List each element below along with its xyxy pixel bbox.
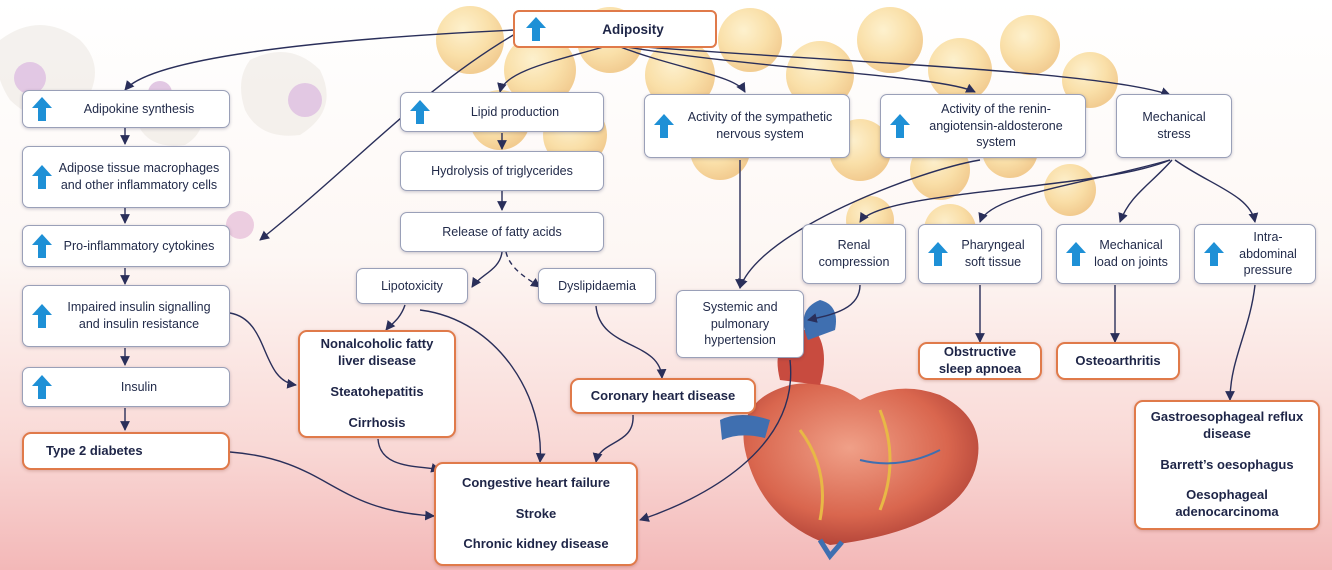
- renal-compression-node: Renal compression: [802, 224, 906, 284]
- osa-label: Obstructive sleep apnoea: [928, 344, 1032, 378]
- macrophages-label: Adipose tissue macrophages and other inf…: [57, 160, 221, 194]
- adenocarcinoma-label: Oesophageal adenocarcinoma: [1144, 487, 1310, 521]
- up-arrow-icon: [31, 303, 53, 329]
- sleep-apnoea-outcome: Obstructive sleep apnoea: [918, 342, 1042, 380]
- adipokine-synthesis-node: Adipokine synthesis: [22, 90, 230, 128]
- hydrolysis-node: Hydrolysis of triglycerides: [400, 151, 604, 191]
- insulin-resistance-label: Impaired insulin signalling and insulin …: [57, 299, 221, 333]
- gastro-outcome: Gastroesophageal reflux disease Barrett’…: [1134, 400, 1320, 530]
- lipotoxicity-label: Lipotoxicity: [381, 278, 443, 295]
- liver-disease-outcome: Nonalcoholic fatty liver disease Steatoh…: [298, 330, 456, 438]
- macrophages-node: Adipose tissue macrophages and other inf…: [22, 146, 230, 208]
- lipid-production-node: Lipid production: [400, 92, 604, 132]
- insulin-label: Insulin: [57, 379, 221, 396]
- up-arrow-icon: [653, 113, 675, 139]
- hypertension-node: Systemic and pulmonary hypertension: [676, 290, 804, 358]
- sympathetic-activity-node: Activity of the sympathetic nervous syst…: [644, 94, 850, 158]
- pharyngeal-label: Pharyngeal soft tissue: [953, 237, 1033, 271]
- adiposity-label: Adiposity: [551, 22, 715, 37]
- sympathetic-label: Activity of the sympathetic nervous syst…: [679, 109, 841, 143]
- up-arrow-icon: [889, 113, 911, 139]
- mechanical-stress-label: Mechanical stress: [1125, 109, 1223, 143]
- type-2-diabetes-outcome: Type 2 diabetes: [22, 432, 230, 470]
- nafld-label: Nonalcoholic fatty liver disease: [308, 336, 446, 370]
- t2d-label: Type 2 diabetes: [46, 443, 143, 460]
- up-arrow-icon: [31, 374, 53, 400]
- dyslipidaemia-node: Dyslipidaemia: [538, 268, 656, 304]
- lipotoxicity-node: Lipotoxicity: [356, 268, 468, 304]
- up-arrow-icon: [31, 96, 53, 122]
- intra-abdominal-label: Intra-abdominal pressure: [1229, 229, 1307, 280]
- gerd-label: Gastroesophageal reflux disease: [1144, 409, 1310, 443]
- chf-label: Congestive heart failure: [462, 475, 610, 492]
- oa-label: Osteoarthritis: [1075, 353, 1160, 370]
- up-arrow-icon: [1203, 241, 1225, 267]
- up-arrow-icon: [927, 241, 949, 267]
- raas-activity-node: Activity of the renin-angiotensin-aldost…: [880, 94, 1086, 158]
- up-arrow-icon: [1065, 241, 1087, 267]
- renal-label: Renal compression: [811, 237, 897, 271]
- stroke-label: Stroke: [516, 506, 556, 523]
- fatty-acids-label: Release of fatty acids: [442, 224, 562, 241]
- cirrhosis-label: Cirrhosis: [348, 415, 405, 432]
- steatohepatitis-label: Steatohepatitis: [330, 384, 423, 401]
- adipokine-label: Adipokine synthesis: [57, 101, 221, 118]
- raas-label: Activity of the renin-angiotensin-aldost…: [915, 101, 1077, 152]
- cytokines-label: Pro-inflammatory cytokines: [57, 238, 221, 255]
- pharyngeal-node: Pharyngeal soft tissue: [918, 224, 1042, 284]
- joints-label: Mechanical load on joints: [1091, 237, 1171, 271]
- osteoarthritis-outcome: Osteoarthritis: [1056, 342, 1180, 380]
- ckd-label: Chronic kidney disease: [463, 536, 608, 553]
- intra-abdominal-node: Intra-abdominal pressure: [1194, 224, 1316, 284]
- adiposity-node: Adiposity: [513, 10, 717, 48]
- cytokines-node: Pro-inflammatory cytokines: [22, 225, 230, 267]
- joint-load-node: Mechanical load on joints: [1056, 224, 1180, 284]
- up-arrow-icon: [525, 16, 547, 42]
- mechanical-stress-node: Mechanical stress: [1116, 94, 1232, 158]
- insulin-node: Insulin: [22, 367, 230, 407]
- lipid-production-label: Lipid production: [435, 104, 595, 121]
- coronary-heart-disease-outcome: Coronary heart disease: [570, 378, 756, 414]
- fatty-acids-node: Release of fatty acids: [400, 212, 604, 252]
- barretts-label: Barrett’s oesophagus: [1160, 457, 1293, 474]
- hypertension-label: Systemic and pulmonary hypertension: [685, 299, 795, 350]
- up-arrow-icon: [31, 233, 53, 259]
- chd-label: Coronary heart disease: [591, 388, 736, 405]
- cardiovascular-outcome: Congestive heart failure Stroke Chronic …: [434, 462, 638, 566]
- insulin-resistance-node: Impaired insulin signalling and insulin …: [22, 285, 230, 347]
- hydrolysis-label: Hydrolysis of triglycerides: [431, 163, 573, 180]
- up-arrow-icon: [31, 164, 53, 190]
- up-arrow-icon: [409, 99, 431, 125]
- dyslipidaemia-label: Dyslipidaemia: [558, 278, 636, 295]
